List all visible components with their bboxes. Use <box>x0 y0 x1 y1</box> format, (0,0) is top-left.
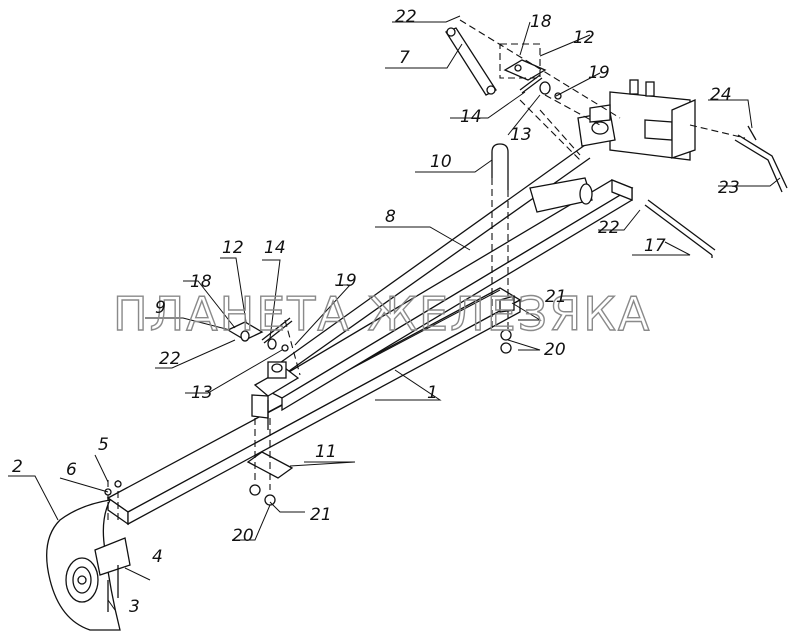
callout-23: 23 <box>718 178 740 198</box>
callouts: 1 2 3 4 5 6 7 8 9 10 11 12 12 13 13 14 1… <box>12 7 740 617</box>
callout-22-top: 22 <box>395 7 417 27</box>
leader-lines <box>8 15 781 611</box>
pin-17 <box>644 199 716 258</box>
handle-23 <box>734 125 788 193</box>
cross-member <box>529 177 593 213</box>
callout-13-front: 13 <box>191 383 213 403</box>
callout-13-rear: 13 <box>510 125 532 145</box>
watermark-text: ПЛАНЕТА ЖЕЛЕЗЯКА <box>113 287 651 341</box>
callout-17: 17 <box>644 236 666 256</box>
assembly-lines <box>284 19 746 376</box>
lever-7 <box>445 27 497 96</box>
callout-11: 11 <box>315 442 337 462</box>
callout-10: 10 <box>430 152 452 172</box>
callout-3: 3 <box>129 597 140 617</box>
callout-14-front: 14 <box>264 238 286 258</box>
clamp-plate-11 <box>246 418 294 506</box>
front-hardware <box>226 317 293 352</box>
callout-9: 9 <box>155 298 166 318</box>
clamp-bracket <box>251 361 300 430</box>
hitch-plate-assembly <box>577 79 696 161</box>
callout-18-front: 18 <box>190 272 212 292</box>
callout-22-front: 22 <box>159 349 181 369</box>
callout-5: 5 <box>98 435 109 455</box>
upper-hardware <box>499 43 562 100</box>
callout-21-rear: 21 <box>545 287 567 307</box>
callout-2: 2 <box>12 457 23 477</box>
callout-22-rear: 22 <box>598 218 620 238</box>
callout-24: 24 <box>710 85 732 105</box>
callout-14-rear: 14 <box>460 107 482 127</box>
callout-18-rear: 18 <box>530 12 552 32</box>
beam-8 <box>260 179 634 412</box>
disc-2 <box>46 480 131 631</box>
callout-19-rear: 19 <box>588 63 610 83</box>
callout-1: 1 <box>427 383 438 403</box>
callout-19-front: 19 <box>335 271 357 291</box>
callout-20-front: 20 <box>232 526 254 546</box>
callout-12-front: 12 <box>222 238 244 258</box>
callout-6: 6 <box>66 460 77 480</box>
callout-12-rear: 12 <box>573 28 595 48</box>
rear-nuts <box>499 295 515 354</box>
callout-7: 7 <box>399 48 410 68</box>
callout-21-front: 21 <box>310 505 332 525</box>
callout-4: 4 <box>152 547 163 567</box>
callout-8: 8 <box>385 207 396 227</box>
callout-20-rear: 20 <box>544 340 566 360</box>
